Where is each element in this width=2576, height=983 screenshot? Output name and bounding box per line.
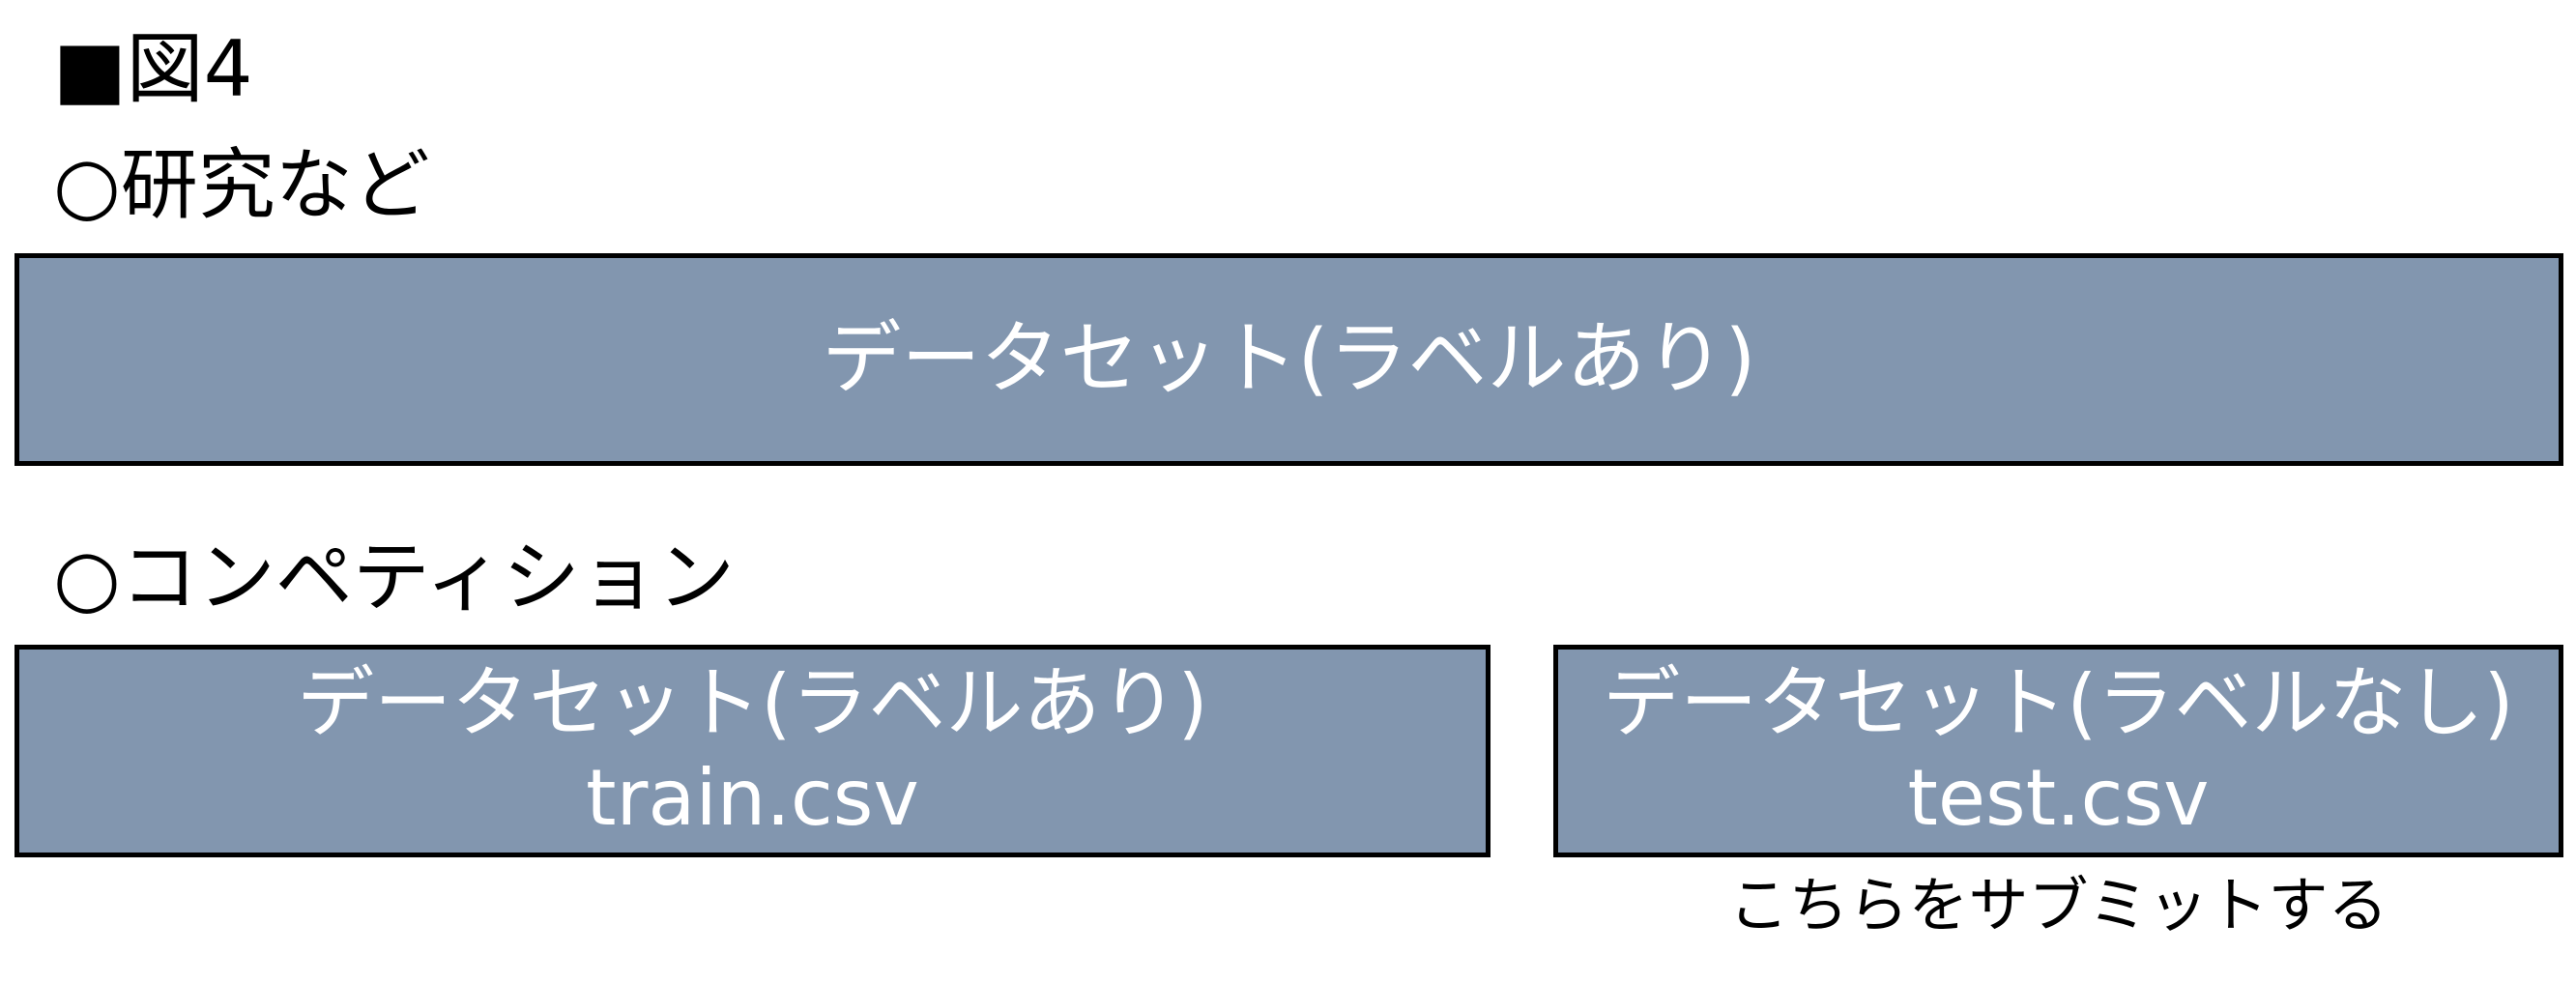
research-dataset-label: データセット(ラベルあり): [822, 312, 1756, 405]
research-heading: ○研究など: [53, 140, 430, 230]
test-dataset-box: データセット(ラベルなし) test.csv: [1553, 645, 2563, 857]
submit-note: こちらをサブミットする: [1728, 870, 2388, 940]
figure-label: ■図4: [53, 24, 253, 114]
research-dataset-box: データセット(ラベルあり): [14, 253, 2563, 466]
train-dataset-label: データセット(ラベルあり): [297, 658, 1208, 749]
test-dataset-label: データセット(ラベルなし): [1603, 658, 2514, 749]
test-file-name: test.csv: [1907, 753, 2210, 843]
train-file-name: train.csv: [586, 753, 919, 843]
competition-heading: ○コンペティション: [53, 533, 736, 622]
train-dataset-box: データセット(ラベルあり) train.csv: [14, 645, 1491, 857]
